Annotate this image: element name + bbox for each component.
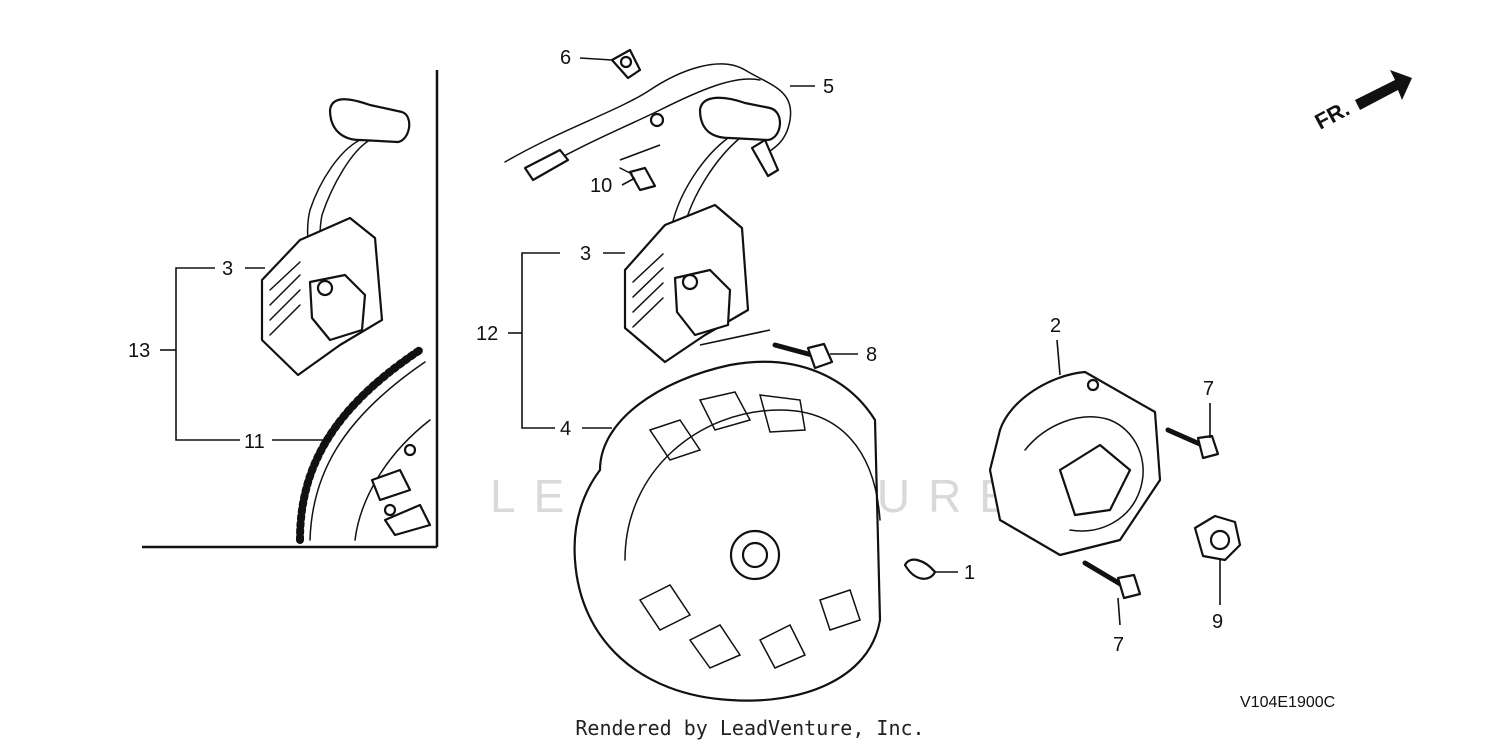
flywheel <box>573 360 882 702</box>
callouts: 6 5 10 3 3 13 12 8 2 7 4 11 1 9 7 <box>128 47 1223 656</box>
callout-4: 4 <box>560 418 571 440</box>
bolt-7-bottom <box>1082 560 1142 600</box>
callout-3-inset: 3 <box>222 258 233 280</box>
flange-nut <box>1193 514 1242 562</box>
callout-13: 13 <box>128 340 150 362</box>
wire-clamp <box>610 48 642 80</box>
callout-7-bottom: 7 <box>1113 634 1124 656</box>
callout-7-top: 7 <box>1203 378 1214 400</box>
woodruff-key <box>903 558 937 580</box>
bolt-8 <box>772 342 834 370</box>
inset-frame <box>142 70 439 549</box>
callout-8: 8 <box>866 344 877 366</box>
fan-cover <box>988 370 1162 557</box>
render-credit: Rendered by LeadVenture, Inc. <box>575 716 925 740</box>
callout-3: 3 <box>580 243 591 265</box>
drawing-code: V104E1900C <box>1240 694 1336 711</box>
front-direction-label: FR. <box>1311 96 1354 135</box>
callout-12: 12 <box>476 323 498 345</box>
callout-2: 2 <box>1050 315 1061 337</box>
inset-ring-gear <box>296 346 432 544</box>
callout-6: 6 <box>560 47 571 69</box>
wire-harness <box>504 63 792 182</box>
callout-9: 9 <box>1212 611 1223 633</box>
callout-1: 1 <box>964 562 975 584</box>
screw-10 <box>619 166 657 192</box>
bolt-7-top <box>1165 427 1220 460</box>
callout-10: 10 <box>590 175 612 197</box>
front-direction-arrow: FR. <box>1311 70 1412 134</box>
leader-lines <box>160 57 1221 626</box>
callout-11: 11 <box>244 431 265 453</box>
inset-ignition-coil <box>260 98 411 377</box>
ignition-coil <box>623 96 781 364</box>
callout-5: 5 <box>823 76 834 98</box>
